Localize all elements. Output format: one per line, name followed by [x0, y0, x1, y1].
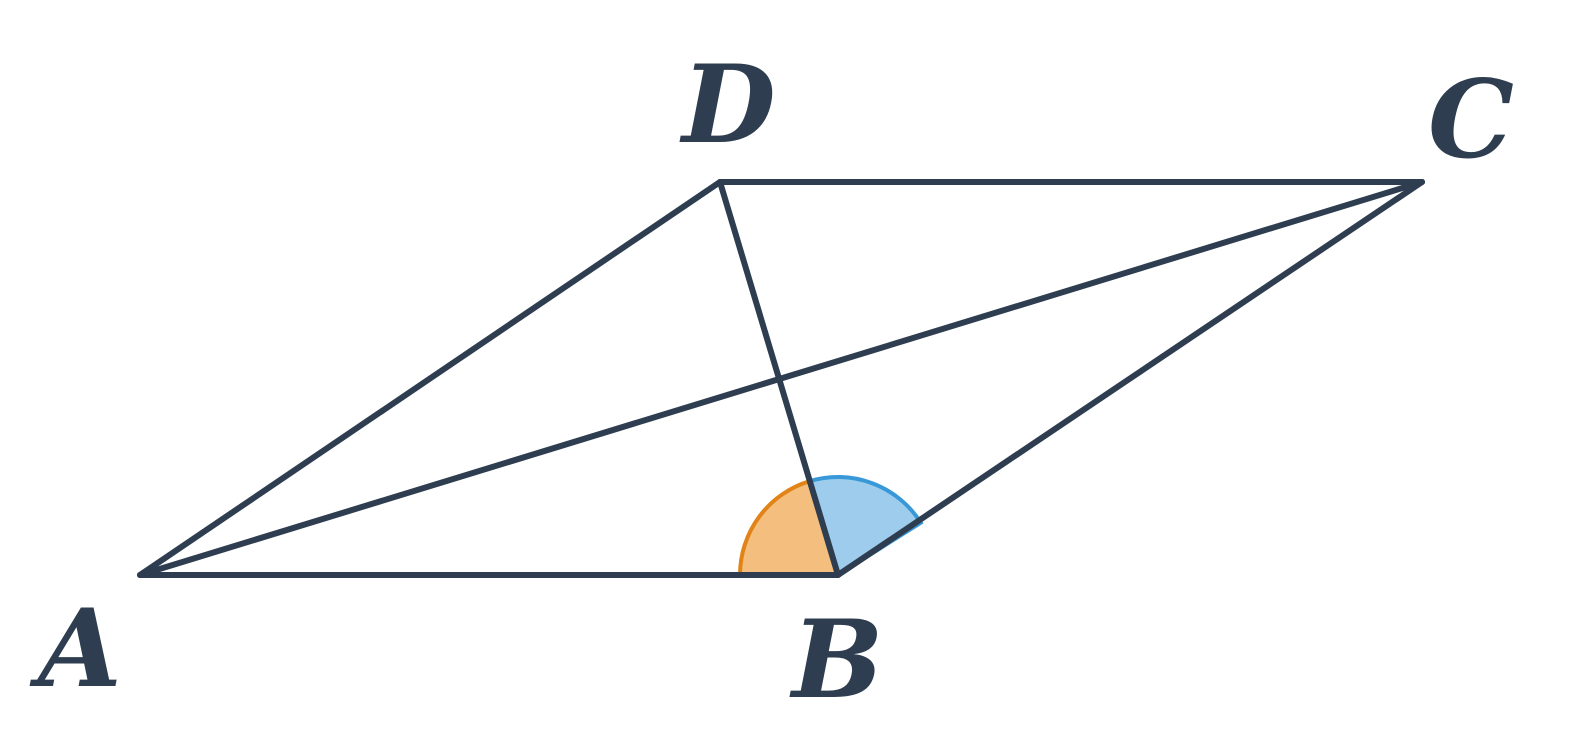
angle-marker-abd	[737, 478, 841, 577]
vertex-label-d: D	[679, 42, 776, 168]
vertex-label-b: B	[789, 597, 883, 723]
angle-marker-dbc	[807, 475, 924, 579]
side-da	[137, 179, 723, 578]
vertex-label-a: A	[29, 586, 122, 712]
vertex-label-c: C	[1428, 57, 1514, 183]
side-bc	[835, 179, 1425, 578]
diagonal-bd	[717, 179, 841, 578]
